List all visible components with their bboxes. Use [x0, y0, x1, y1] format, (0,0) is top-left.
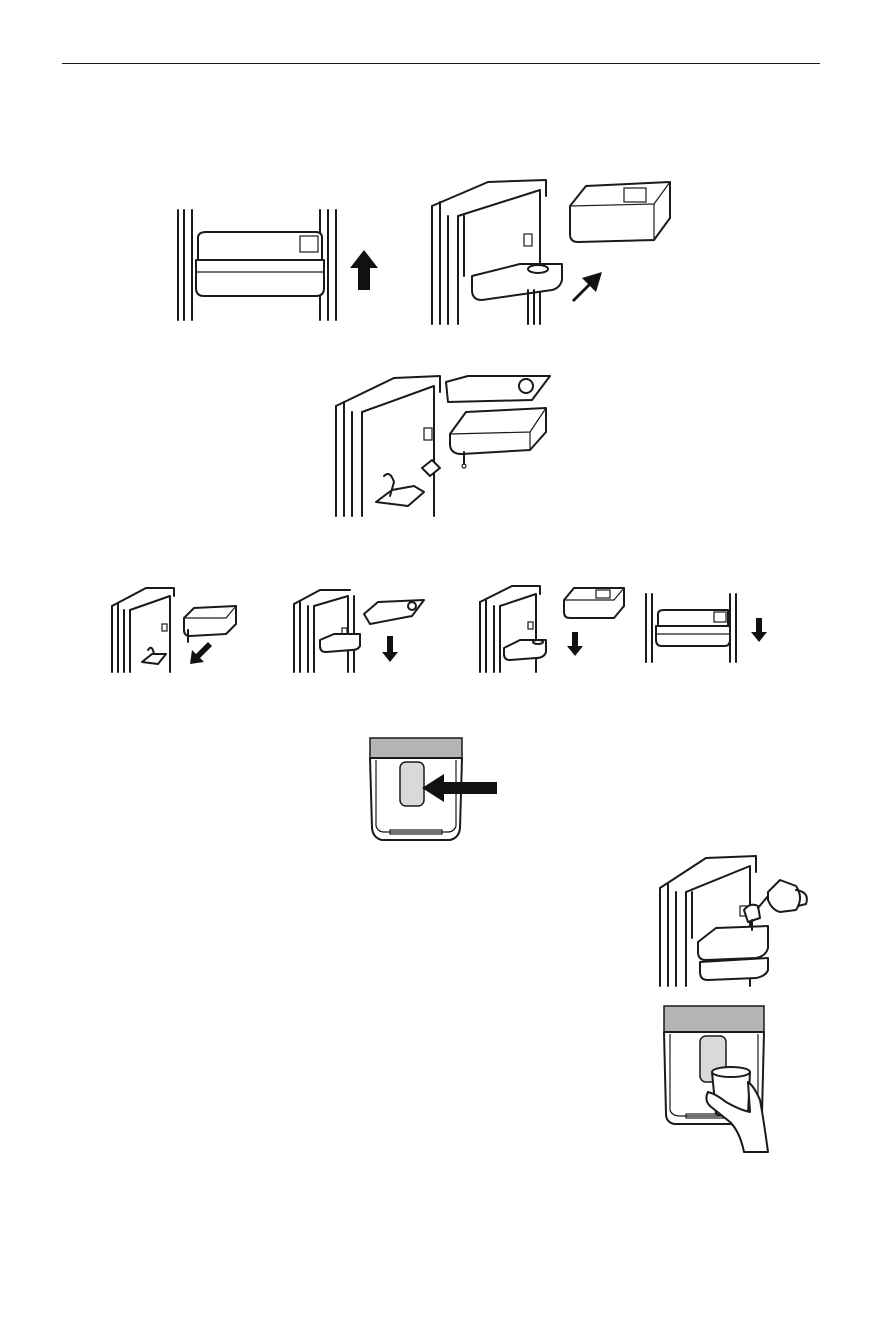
dispenser-paddle-figure: [366, 734, 500, 846]
reinsert-step-3-figure: [476, 582, 628, 674]
bin-remove-figure: [428, 176, 678, 326]
dispense-cup-figure: [660, 1002, 772, 1154]
bin-lift-up-figure: [170, 210, 390, 322]
tank-fill-figure: [656, 852, 816, 988]
reinsert-step-4-figure: [642, 594, 774, 664]
header-rule: [62, 63, 820, 64]
bin-lid-exploded-figure: [332, 372, 558, 518]
reinsert-step-1-figure: [108, 584, 244, 674]
reinsert-step-2-figure: [290, 588, 430, 674]
